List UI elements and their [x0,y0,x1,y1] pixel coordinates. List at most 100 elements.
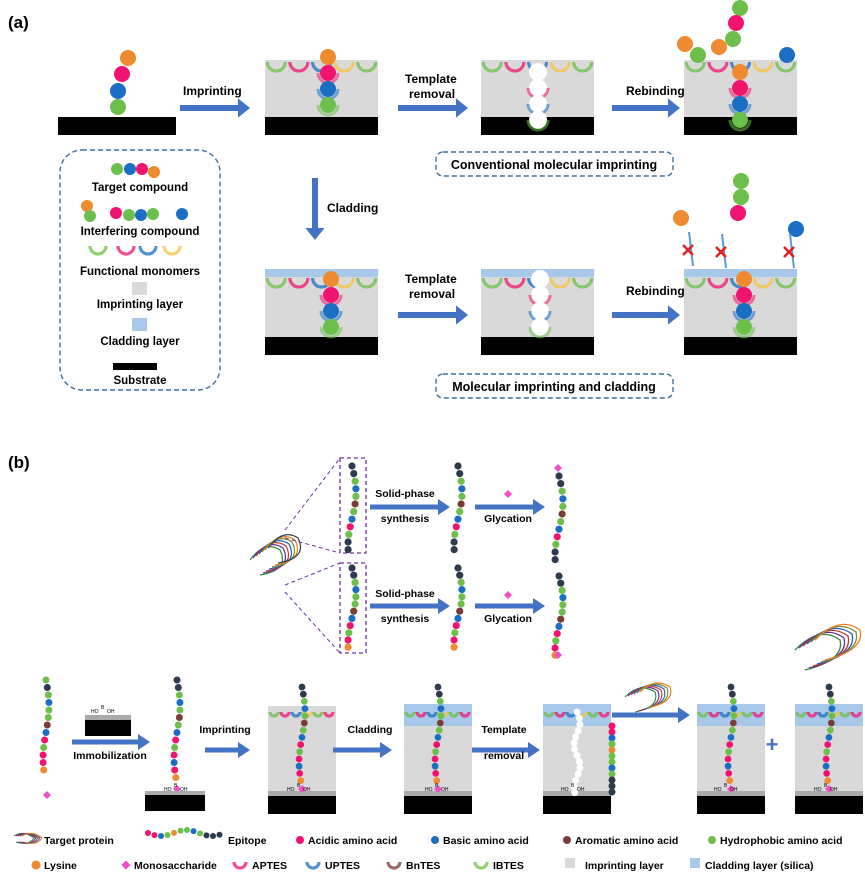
b-col1-monomer-5 [323,711,335,718]
legend-acidic: Acidic amino acid [308,835,397,847]
legend-hydrophobic: Hydrophobic amino acid [720,835,843,847]
boronic-oh-1: OH [107,709,115,715]
b-col1-epitope-bead-6 [299,726,307,734]
b-immob-epitope-bead-0 [173,676,181,684]
b-col1-monomer-1 [279,711,291,718]
boronic-oh-5: OH [577,787,585,793]
b-template-removal-text-2: removal [484,750,524,762]
b-col5-epitope-bead-6 [826,726,834,734]
b-free-epitope-bead-11 [39,759,47,766]
a-block1-monomer-1 [288,61,310,73]
b-zoom-box-1 [339,457,367,554]
b-free-epitope-bead-4 [45,706,53,714]
a-reject-free-0 [733,173,749,189]
b-col3-substrate [543,796,611,814]
a-rebind-free-5 [677,36,693,52]
boronic-b-6: B [724,783,728,789]
legend-functional-monomers: Functional monomers [80,266,200,278]
legend-epitope-bead-2 [158,832,164,839]
a-block6-substrate [684,337,797,355]
b-col4-substrate [697,796,765,814]
legend-epitope-bead-7 [190,828,197,835]
b-col2-epitope-bead-3 [437,705,445,712]
b-epitope-glyc-2-bead-9 [552,637,560,645]
b-zoom-lines-2 [284,562,341,654]
a-block2-monomer-1 [504,61,526,73]
b-epitope-synth-2-bead-5 [457,600,465,608]
b-epitope-glyc-1-bead-8 [553,533,561,541]
a-block5-monomer-4 [572,277,594,289]
b-zoom-epitope-1-bead-11 [344,546,352,554]
b-arrow-template-removal-b [472,742,540,758]
b-col1-film [268,791,336,796]
b-col2-epitope-bead-4 [437,712,445,720]
b-epitope-synth-1-bead-5 [457,500,465,508]
a-block5-monomer-3 [549,277,571,289]
legend-target-compound: Target compound [92,182,188,194]
a-reject-arrow-1 [721,233,727,269]
b-epitope-synth-2-bead-9 [451,629,459,637]
a-block2-monomer-4 [572,61,594,73]
b-col5-film [795,791,863,796]
boronic-ho-5: HO [561,787,569,793]
b-zoom-epitope-2-bead-1 [350,571,358,579]
a-block6-target-bead-0 [736,271,752,287]
legend-aptes-cup [232,861,248,870]
legend-monosaccharide-diamond [121,860,131,870]
a-block5-monomer-0 [481,277,503,289]
b-epitope-synth-2-bead-6 [456,607,464,615]
legend-cladding-swatch [132,318,147,331]
b-col5-epitope-bead-11 [822,762,830,770]
a-block3-monomer-0 [684,61,706,73]
b-epitope-synth-2-bead-4 [458,593,466,601]
b-col2-film [404,791,472,796]
b-free-epitope-bead-7 [42,729,50,736]
b-zoom-epitope-2-bead-6 [350,607,358,615]
b-col4-monomer-5 [752,711,764,718]
b-col3-cavity-2 [576,720,584,728]
b-zoom-epitope-2-bead-10 [344,636,352,644]
b-col1-monomer-4 [312,711,324,718]
a-block4-target-bead-3 [323,319,339,335]
b-epitope-synth-1-bead-0 [454,462,462,470]
a-block5-target-site-3 [528,326,552,339]
a-block1-target-bead-0 [320,49,336,65]
boronic-b-5: B [571,783,575,789]
a-rebind-free-6 [779,47,795,63]
b-col1-epitope-bead-5 [300,719,308,727]
a-block4-monomer-1 [288,277,310,289]
b-col5-epitope-bead-9 [823,748,831,756]
legend-a-box [59,149,221,391]
b-zoom-epitope-2-bead-7 [348,614,356,623]
b-epitope-glyc-1-bead-7 [555,525,563,533]
legend-interfering-bead-1 [84,210,96,222]
b-col1-epitope-bead-3 [301,705,309,712]
legend-bntes-cup [386,861,402,870]
b-col4-epitope-bead-1 [728,690,736,698]
b-free-epitope-bead-0 [42,676,50,684]
b-free-epitope-2-bead-8 [608,770,616,778]
b-col3-cavity-6 [571,745,579,753]
b-zoom-epitope-2-bead-5 [351,600,359,608]
a-arrow-cladding [305,178,325,240]
b-col3-monomer-1 [554,711,566,718]
panel-a-label: (a) [8,13,29,32]
a-block1-monomer-3 [333,61,355,73]
legend-substrate: Substrate [113,375,166,387]
b-col5-substrate [795,796,863,814]
a-reject-free-1 [733,189,749,205]
b-zoom-epitope-2-bead-0 [348,564,356,572]
b-col4-epitope-bead-12 [725,770,733,777]
b-col2-monomer-5 [459,711,471,718]
b-col1-epitope-bead-0 [298,683,306,691]
a-block1-target-bead-3 [320,97,336,113]
boronic-ho-2: HO [164,787,172,793]
a-block3-target-bead-2 [732,96,748,112]
b-col2-epitope-bead-12 [432,770,440,777]
b-col4-epitope-bead-6 [728,726,736,734]
boronic-b-4: B [435,783,439,789]
b-col4-epitope-bead-0 [727,683,735,691]
b-epitope-synth-2-bead-10 [450,636,458,644]
b-immob-epitope-bead-3 [176,699,184,706]
